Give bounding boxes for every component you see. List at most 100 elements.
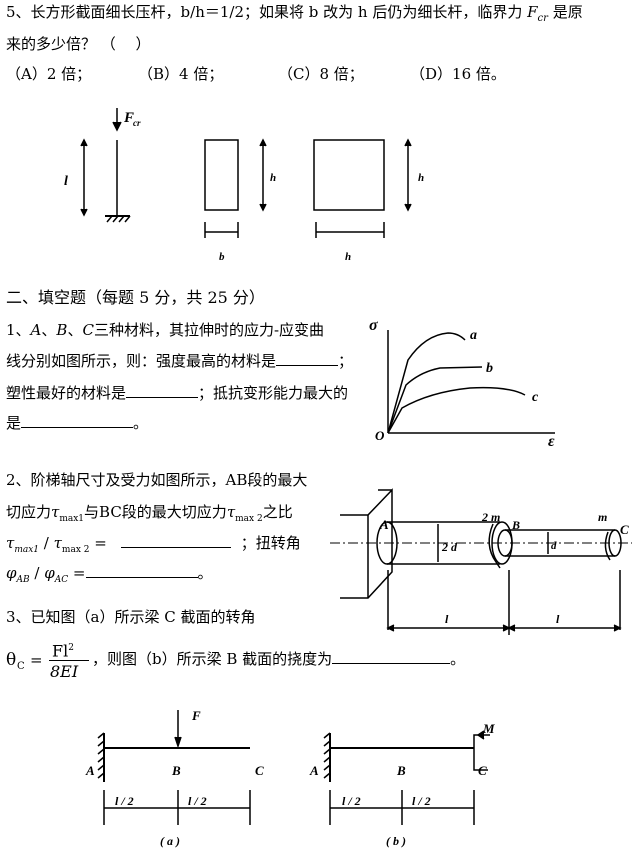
punct: 。 <box>133 414 149 432</box>
dim-half: l / 2 <box>188 794 207 808</box>
point-b: B <box>511 518 520 532</box>
force-sub: cr <box>133 118 141 128</box>
length-l: l <box>445 612 449 626</box>
origin-label: O <box>375 428 385 443</box>
q2-line4: φAB / φAC =。 <box>6 563 213 585</box>
punct: 。 <box>197 564 213 582</box>
sub: max 2 <box>235 514 263 524</box>
answer-blank[interactable] <box>332 649 451 664</box>
q5-option-a: （A）2 倍； <box>6 65 92 83</box>
q1-line2: 线分别如图所示，则：强度最高的材料是 ； <box>6 351 353 371</box>
q1-text: 三种材料，其拉伸时的应力-应变曲 <box>93 321 325 339</box>
q1-text: 线分别如图所示，则：强度最高的材料是 <box>6 352 277 370</box>
q1-text: 是 <box>6 414 22 432</box>
answer-blank[interactable] <box>21 413 134 428</box>
q1-num: 1、 <box>6 321 31 339</box>
q5-line2: 来的多少倍？ （ ） <box>6 35 151 53</box>
tau: τ <box>51 503 60 521</box>
numerator: Fl2 <box>52 638 74 661</box>
eq: = <box>89 534 112 552</box>
force-f: F <box>191 708 201 723</box>
eq: = <box>72 564 86 582</box>
diameter-d: d <box>551 540 557 552</box>
answer-blank[interactable] <box>85 563 198 578</box>
theta-sub: C <box>17 661 25 672</box>
sub: max1 <box>59 514 85 524</box>
torque-2m: 2 m <box>481 510 500 524</box>
q5-option-c: （C）8 倍； <box>278 65 364 83</box>
q2-text: ；扭转角 <box>240 534 301 552</box>
q5-end: 是原 <box>552 3 583 21</box>
curve-a <box>387 332 466 434</box>
label-c: c <box>532 390 539 405</box>
punct: 。 <box>450 650 466 668</box>
caption-b: ( b ) <box>386 834 406 848</box>
length-label: l <box>64 174 68 189</box>
point-c: C <box>478 763 487 778</box>
q5-option-d: （D）16 倍。 <box>410 65 506 83</box>
point-a: A <box>309 763 319 778</box>
dim-half: l / 2 <box>115 794 134 808</box>
q2-text: 之比 <box>262 503 293 521</box>
q5-text: 5、长方形截面细长压杆，b/h＝1/2；如果将 b 改为 h 后仍为细长杆，临界… <box>6 3 523 21</box>
q2-text: 与BC段的最大切应力 <box>84 503 227 521</box>
q1-text: ；抵抗变形能力最大的 <box>198 384 349 402</box>
sep: 、 <box>67 321 83 339</box>
q3-line1: 3、已知图（a）所示梁 C 截面的转角 <box>6 608 256 626</box>
q5-section-2: h h <box>313 138 424 263</box>
tau: τ <box>53 534 62 552</box>
q5-F: F <box>527 3 538 21</box>
material-c: C <box>82 321 94 339</box>
beam-a-figure: F A B C l / 2 l / 2 ( a ) <box>85 708 264 848</box>
b-label: b <box>219 251 225 263</box>
q2-text: 切应力 <box>6 503 52 521</box>
q2-line1: 2、阶梯轴尺寸及受力如图所示，AB段的最大 <box>6 471 308 489</box>
q3-text: ，则图（b）所示梁 B 截面的挠度为 <box>92 650 333 668</box>
punct: ； <box>338 352 354 370</box>
answer-blank[interactable] <box>126 383 199 398</box>
torque-m: m <box>598 510 607 524</box>
caption-a: ( a ) <box>160 834 180 848</box>
q5-line1: 5、长方形截面细长压杆，b/h＝1/2；如果将 b 改为 h 后仍为细长杆，临界… <box>6 2 583 29</box>
q1-line1: 1、A、B、C三种材料，其拉伸时的应力-应变曲 <box>6 320 324 340</box>
q5-section-1: h b <box>204 138 276 263</box>
theta: θ <box>6 650 17 670</box>
q5-column-figure: F cr l <box>64 108 141 223</box>
q5-cr: cr <box>537 13 548 24</box>
sub: AB <box>16 575 30 585</box>
q2-line3: τmax1 / τmax 2 = ；扭转角 <box>6 533 301 555</box>
curve-c <box>387 386 526 434</box>
q2-line2: 切应力τmax1与BC段的最大切应力τmax 2之比 <box>6 502 293 529</box>
section-title: 二、填空题（每题 5 分，共 25 分） <box>6 288 265 307</box>
answer-blank[interactable] <box>121 533 232 548</box>
tau: τ <box>226 503 236 521</box>
h-label: h <box>418 172 424 184</box>
sub: AC <box>54 575 69 585</box>
length-l: l <box>556 612 560 626</box>
sep: 、 <box>41 321 57 339</box>
sigma-label: σ <box>369 317 378 334</box>
material-a: A <box>30 321 42 339</box>
dim-half: l / 2 <box>412 794 431 808</box>
material-b: B <box>56 321 68 339</box>
diameter-2d: 2 d <box>441 540 458 554</box>
phi: φ <box>44 564 55 582</box>
point-c: C <box>255 763 264 778</box>
label-b: b <box>486 361 493 376</box>
label-a: a <box>470 328 477 343</box>
point-b: B <box>171 763 181 778</box>
sub: max 2 <box>61 545 90 555</box>
stress-strain-chart: σ ε O a b c <box>369 317 555 450</box>
epsilon-label: ε <box>548 433 555 450</box>
tau: τ <box>6 534 15 552</box>
moment-m: M <box>482 721 495 736</box>
h-label: h <box>345 251 351 263</box>
point-a: A <box>85 763 95 778</box>
answer-blank[interactable] <box>276 351 339 366</box>
denominator: 8EI <box>50 662 79 681</box>
q1-text: 塑性最好的材料是 <box>6 384 127 402</box>
dim-half: l / 2 <box>342 794 361 808</box>
phi: φ <box>6 564 17 582</box>
